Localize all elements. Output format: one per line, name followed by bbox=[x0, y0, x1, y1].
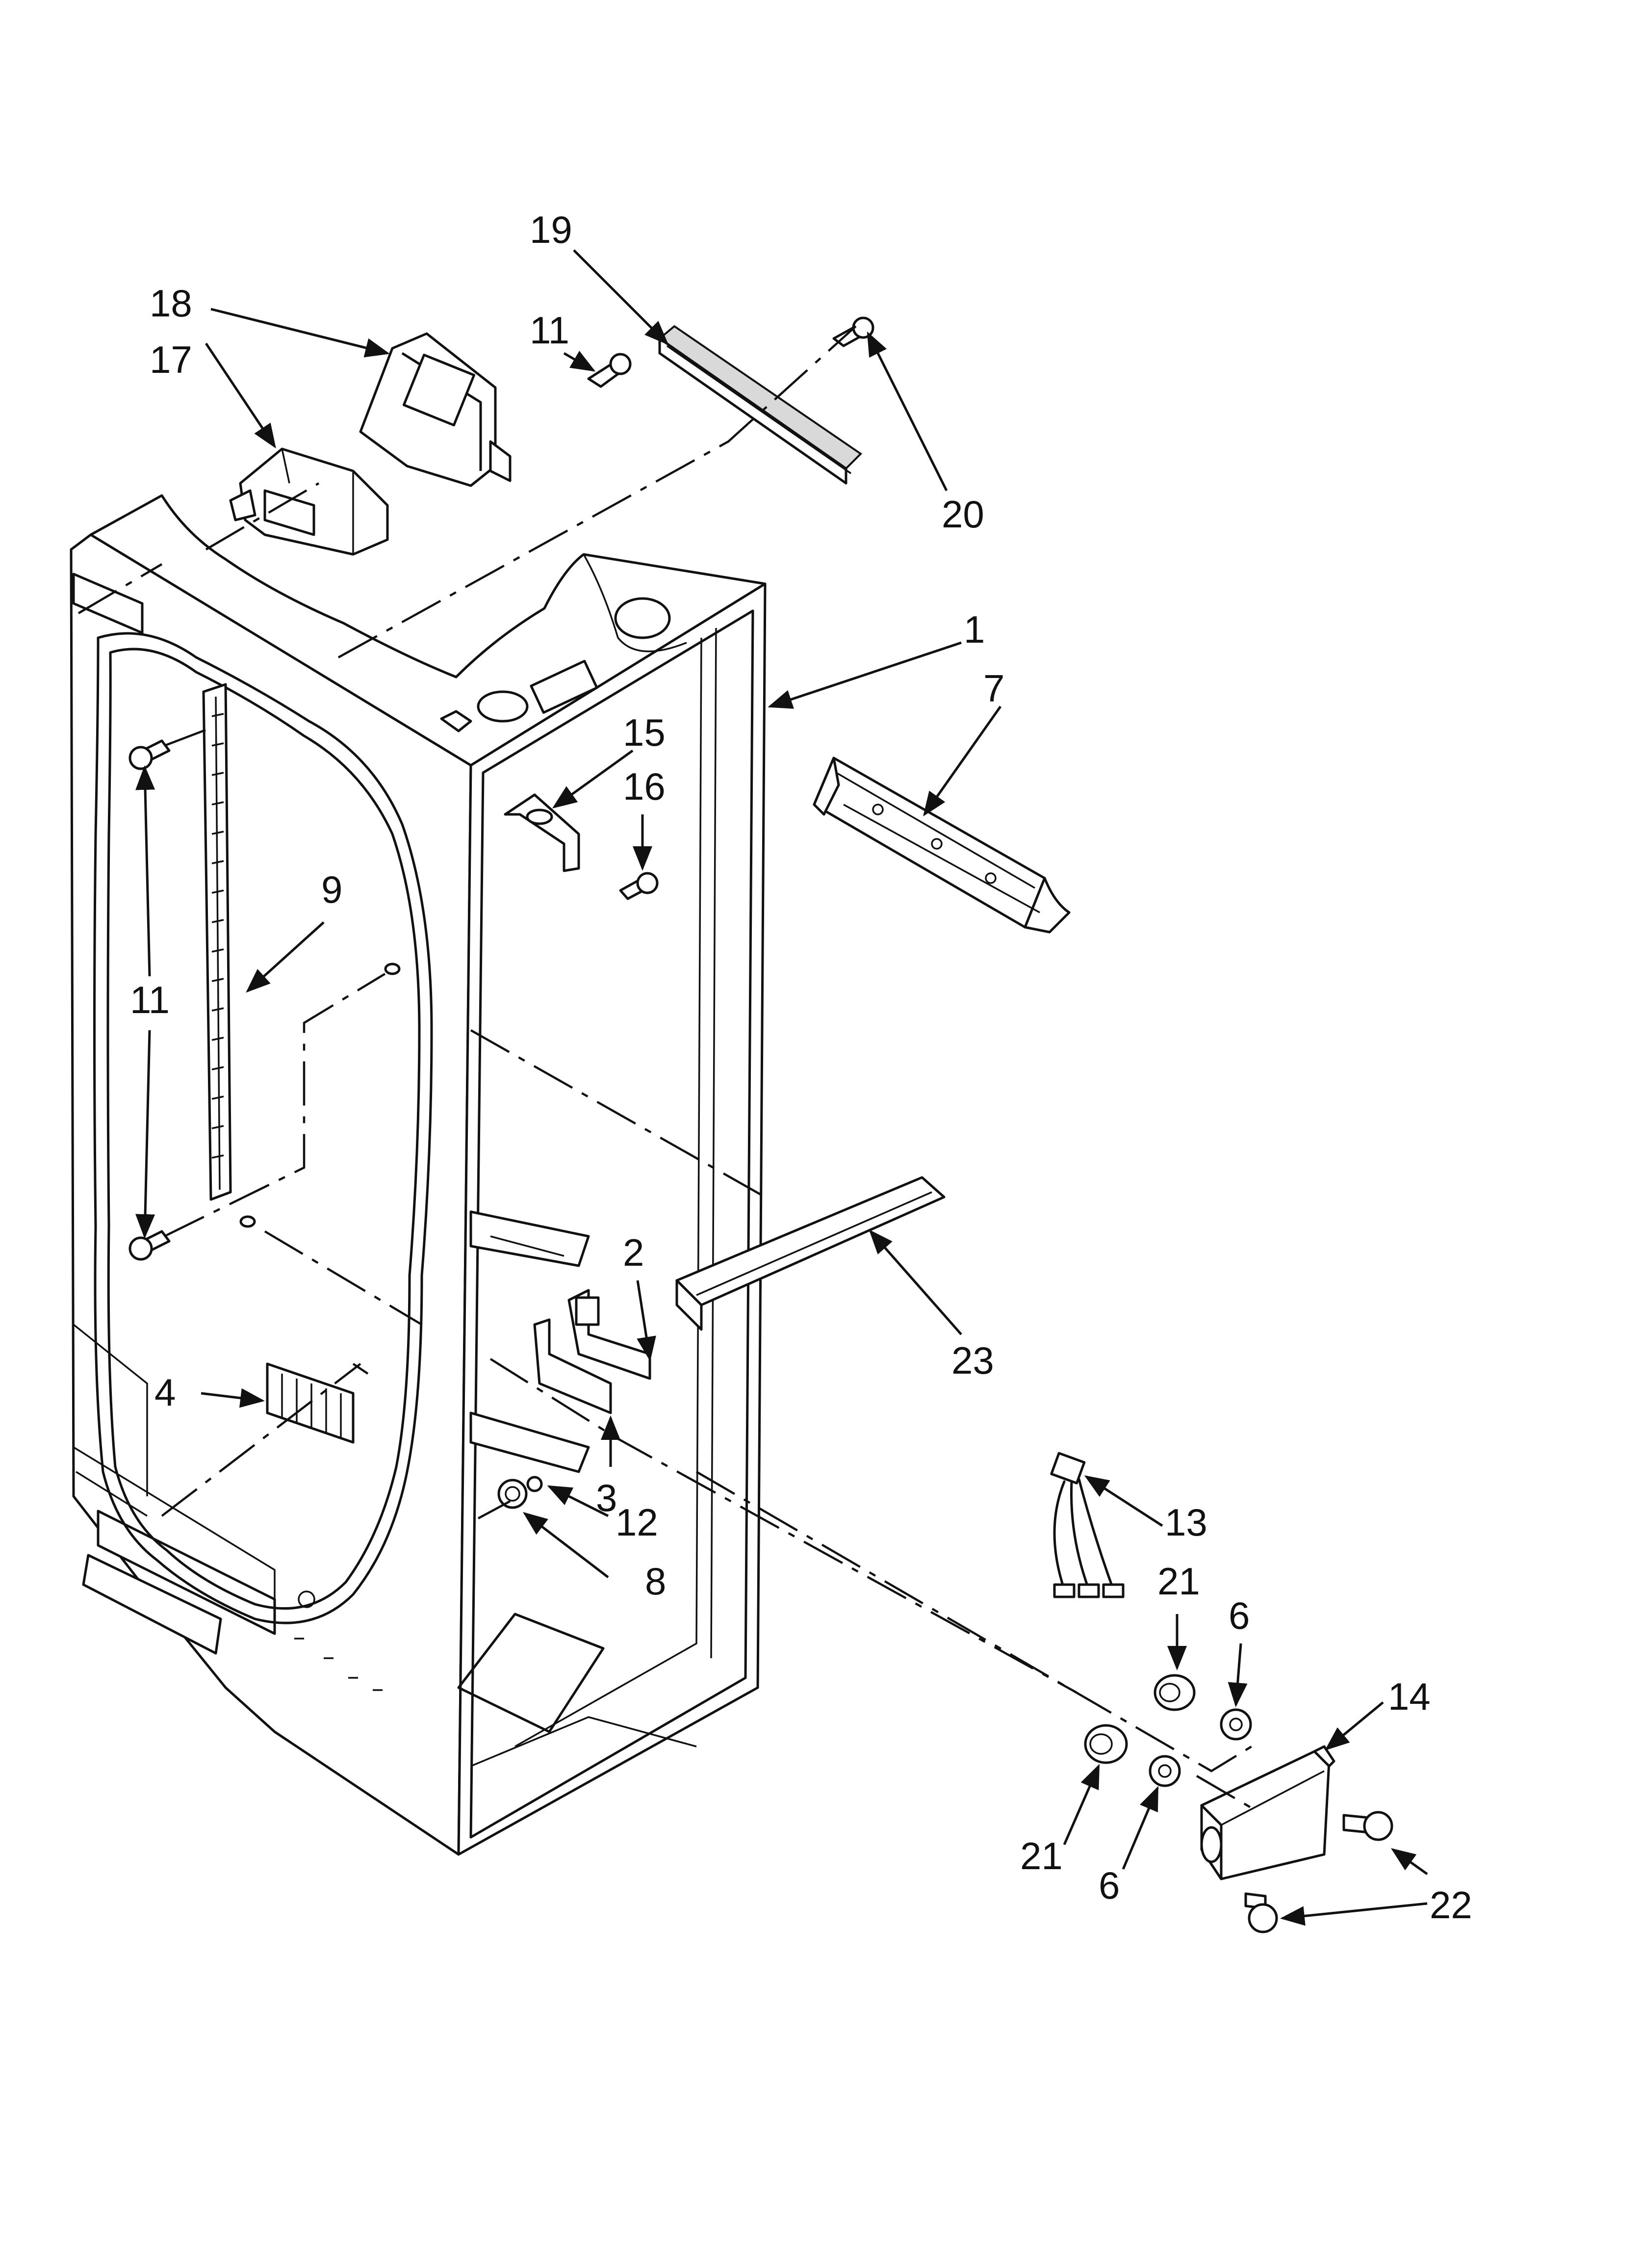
part-9-rail bbox=[202, 683, 401, 1228]
callout-16: 16 bbox=[623, 765, 666, 808]
part-23-crossbar bbox=[675, 1176, 946, 1331]
part-11-screw-top bbox=[587, 353, 632, 388]
callout-1: 1 bbox=[964, 608, 985, 651]
callout-6-upper: 6 bbox=[1229, 1594, 1250, 1637]
part-22-pin-upper bbox=[1342, 1811, 1393, 1841]
part-6-gear-lower bbox=[1149, 1755, 1181, 1787]
callout-9: 9 bbox=[321, 868, 342, 911]
part-13-harness bbox=[1050, 1452, 1125, 1598]
callout-15: 15 bbox=[623, 711, 666, 754]
callout-4: 4 bbox=[154, 1371, 176, 1414]
callout-18: 18 bbox=[150, 282, 192, 325]
callout-12: 12 bbox=[616, 1501, 658, 1544]
callout-21-upper: 21 bbox=[1157, 1560, 1200, 1603]
callout-13: 13 bbox=[1165, 1501, 1207, 1544]
part-7-duct bbox=[813, 756, 1071, 934]
part-14-housing bbox=[1200, 1745, 1335, 1880]
callout-22: 22 bbox=[1430, 1883, 1472, 1927]
callout-7: 7 bbox=[983, 667, 1004, 710]
part-3-bracket bbox=[533, 1318, 612, 1414]
part-19-rail bbox=[658, 325, 863, 485]
callout-17: 17 bbox=[150, 338, 192, 381]
callout-14: 14 bbox=[1388, 1675, 1431, 1718]
callout-2: 2 bbox=[623, 1231, 644, 1274]
part-11-screw-side-upper bbox=[128, 739, 171, 770]
callout-11-top: 11 bbox=[530, 309, 569, 352]
part-17-control bbox=[229, 447, 389, 556]
callout-labels: 19 18 11 17 20 1 7 15 16 9 11 2 23 4 3 1… bbox=[130, 208, 1472, 1927]
part-16-screw bbox=[619, 872, 659, 900]
callout-11-side: 11 bbox=[130, 978, 170, 1021]
part-2-bracket bbox=[567, 1289, 651, 1380]
callout-3: 3 bbox=[596, 1476, 617, 1519]
part-21-knob-lower bbox=[1084, 1724, 1128, 1764]
part-8-12-knob bbox=[497, 1476, 543, 1509]
part-18-bracket bbox=[359, 332, 512, 487]
callout-20: 20 bbox=[942, 493, 984, 536]
leader-lines bbox=[135, 249, 1428, 1926]
callout-6-lower: 6 bbox=[1099, 1864, 1120, 1907]
callout-21-lower: 21 bbox=[1020, 1834, 1063, 1877]
part-15-bracket bbox=[504, 793, 580, 872]
part-21-knob-upper bbox=[1154, 1674, 1196, 1711]
callout-23: 23 bbox=[951, 1339, 994, 1382]
cabinet-liner bbox=[70, 494, 767, 1856]
callout-19: 19 bbox=[530, 208, 572, 251]
part-22-pin-lower bbox=[1244, 1892, 1278, 1933]
part-6-gear-upper bbox=[1220, 1708, 1252, 1741]
callout-8: 8 bbox=[645, 1560, 666, 1603]
